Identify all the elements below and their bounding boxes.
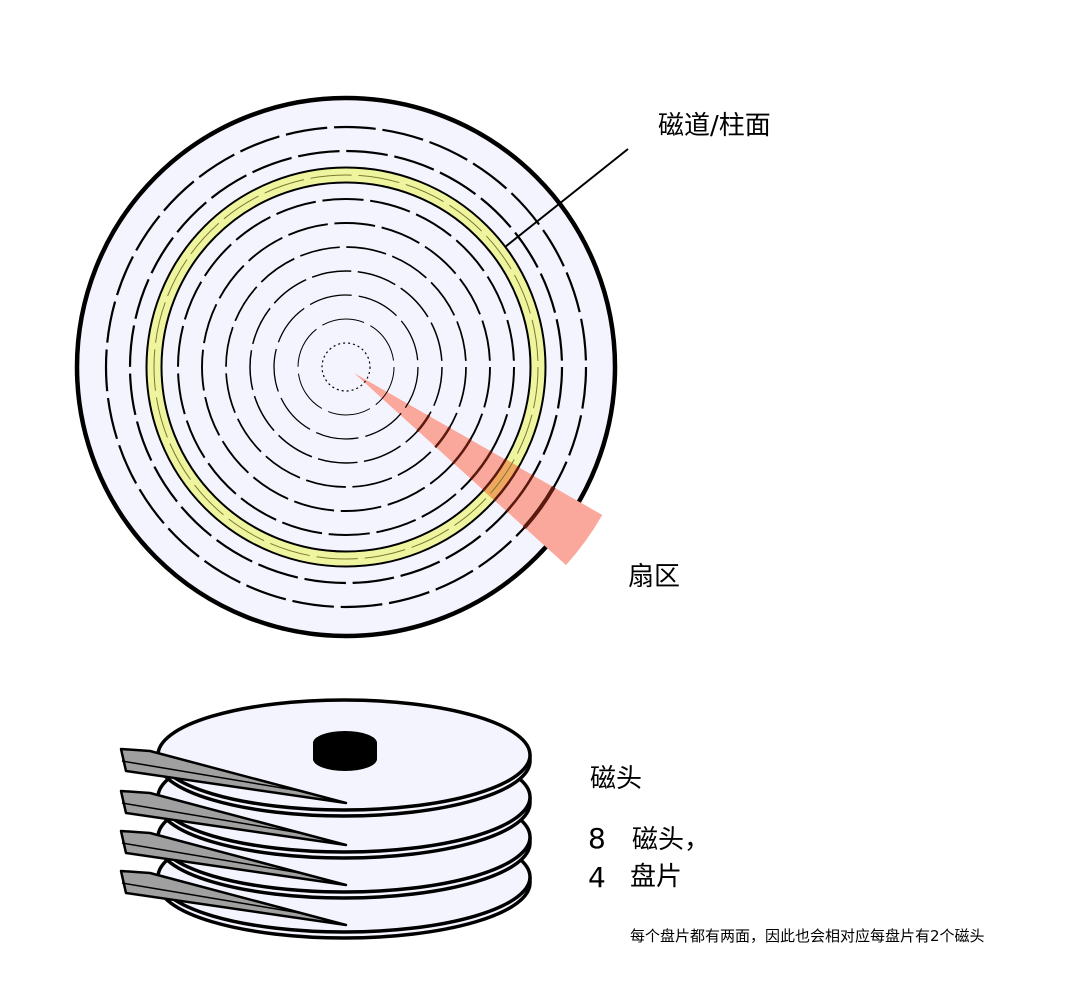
track-2 [128,149,564,585]
track-4 [201,222,491,512]
sector-label: 扇区 [628,562,681,592]
head-label: 磁头 [590,764,643,794]
track-pointer-line [504,148,629,248]
sector-arc-4 [482,458,507,492]
platter-stack-side-view [119,698,532,940]
sector-arc-2 [505,474,535,513]
read-write-head-4-edge [121,760,301,792]
track-7 [273,294,419,440]
sector-arc-6 [452,438,472,465]
highlighted-track-outer-edge [145,166,547,568]
track-cylinder-label: 磁道/柱面 [658,111,771,141]
highlighted-track-inner-edge [160,181,532,553]
read-write-head-3-edge [121,802,301,834]
two-sides-note: 每个盘片都有两面，因此也会相对应每盘片有2个磁头 [630,927,985,945]
track-3 [177,198,515,536]
sector-arc-5 [469,450,493,481]
heads-word: 磁头， [632,825,711,855]
innermost-track [321,342,371,392]
platter-top-view [74,95,629,639]
read-write-head-2-edge [121,842,301,874]
track-6 [249,270,443,464]
platters-word: 盘片 [630,862,683,892]
spindle-top [313,731,377,755]
highlighted-track-centerline [153,174,539,560]
track-1 [104,125,588,609]
sector-arc-8 [416,414,431,433]
sector-arc-1 [522,486,556,529]
sector-arc-3 [493,466,520,502]
sector-arc-7 [434,426,451,449]
platters-count: 4 [588,861,606,894]
track-8 [297,318,395,416]
read-write-head-1-edge [121,882,301,914]
track-5 [225,246,467,488]
heads-count: 8 [588,822,606,855]
